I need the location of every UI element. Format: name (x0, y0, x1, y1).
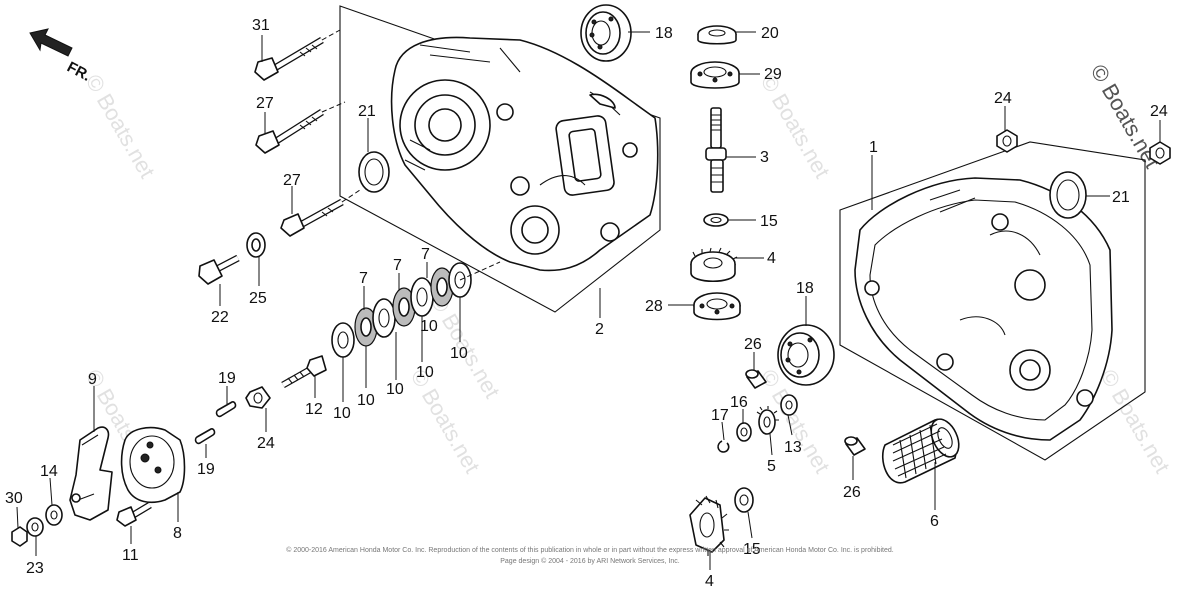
callout-23: 23 (26, 560, 44, 577)
left-case-half (339, 5, 661, 313)
bearing-18-top (580, 4, 632, 62)
callout-22: 22 (211, 309, 229, 326)
bolt-12 (281, 355, 327, 389)
nut-24-far-right (1149, 141, 1171, 165)
callout-9: 9 (88, 371, 97, 388)
callout-10: 10 (357, 392, 375, 409)
front-direction-arrow: FR. (29, 28, 93, 85)
washer-15-lower (734, 487, 754, 513)
bevel-gear-4-lower (689, 495, 729, 556)
callout-5: 5 (767, 458, 776, 475)
bearing-29 (690, 61, 740, 89)
bolt-11 (116, 501, 152, 527)
nut-23 (26, 517, 44, 537)
bracket-9 (69, 426, 113, 521)
bolt-31 (254, 36, 324, 81)
oil-seal-21-right (1049, 171, 1087, 219)
callout-28: 28 (645, 298, 663, 315)
callout-24: 24 (257, 435, 275, 452)
callout-labels: 31 27 27 21 18 20 29 3 15 4 28 2 22 25 7… (5, 17, 1168, 590)
callout-10: 10 (450, 345, 468, 362)
washer-15-upper (703, 213, 729, 227)
callout-3: 3 (760, 149, 769, 166)
callout-2: 2 (595, 321, 604, 338)
callout-10: 10 (333, 405, 351, 422)
bolt-27-upper (255, 109, 324, 154)
callout-25: 25 (249, 290, 267, 307)
callout-6: 6 (930, 513, 939, 530)
callout-30: 30 (5, 490, 23, 507)
callout-26: 26 (843, 484, 861, 501)
collar-26-upper (745, 369, 767, 389)
callout-15: 15 (760, 213, 778, 230)
callout-26: 26 (744, 336, 762, 353)
bolt-27-lower (280, 198, 344, 237)
copyright-line-2: Page design © 2004 - 2016 by ARI Network… (500, 557, 680, 565)
washer-13 (780, 394, 798, 416)
gear-4-upper (690, 247, 738, 282)
callout-17: 17 (711, 407, 729, 424)
callout-15: 15 (743, 541, 761, 558)
callout-18: 18 (655, 25, 673, 42)
collar-26-lower (844, 436, 866, 456)
right-case-half (839, 141, 1146, 461)
nut-24-upper-right (996, 129, 1018, 153)
copyright-line-1: © 2000-2016 American Honda Motor Co. Inc… (286, 546, 894, 554)
nut-30 (11, 526, 28, 547)
bearing-20 (697, 25, 737, 45)
cover-8 (120, 426, 186, 504)
callout-10: 10 (386, 381, 404, 398)
callout-7: 7 (421, 246, 430, 263)
copyright-notice: © 2000-2016 American Honda Motor Co. Inc… (286, 546, 894, 565)
washer-14 (45, 504, 63, 526)
callout-20: 20 (761, 25, 779, 42)
needle-bearing-6 (881, 418, 960, 484)
callout-27: 27 (283, 172, 301, 189)
callout-10: 10 (420, 318, 438, 335)
callout-19: 19 (197, 461, 215, 478)
callout-4: 4 (705, 573, 714, 590)
callout-7: 7 (393, 257, 402, 274)
callout-29: 29 (764, 66, 782, 83)
callout-11: 11 (122, 547, 139, 564)
callout-7: 7 (359, 270, 368, 287)
callout-8: 8 (173, 525, 182, 542)
callout-24: 24 (994, 90, 1012, 107)
pin-19-upper (215, 401, 237, 418)
callout-16: 16 (730, 394, 748, 411)
callout-12: 12 (305, 401, 323, 418)
pin-19-lower (194, 428, 216, 445)
callout-19: 19 (218, 370, 236, 387)
watermark-text: © Boats.net (81, 70, 160, 182)
washer-25 (246, 232, 266, 258)
callout-24: 24 (1150, 103, 1168, 120)
callout-27: 27 (256, 95, 274, 112)
callout-10: 10 (416, 364, 434, 381)
leader-lines (16, 29, 1161, 570)
oil-seal-21-left (358, 151, 390, 193)
watermark-text: © Boats.net (1096, 365, 1175, 477)
circlip-17 (717, 440, 730, 453)
bolt-22 (198, 254, 240, 285)
callout-31: 31 (252, 17, 270, 34)
callout-1: 1 (869, 139, 878, 156)
callout-14: 14 (40, 463, 58, 480)
bearing-28 (693, 292, 741, 321)
callout-21: 21 (1112, 189, 1130, 206)
pinion-5 (756, 406, 779, 435)
washer-16 (736, 422, 752, 442)
shaft-3 (705, 107, 727, 193)
nut-24-left (245, 386, 271, 409)
callout-4: 4 (767, 250, 776, 267)
bearing-18-right (777, 324, 835, 386)
callout-13: 13 (784, 439, 802, 456)
callout-18: 18 (796, 280, 814, 297)
callout-21: 21 (358, 103, 376, 120)
